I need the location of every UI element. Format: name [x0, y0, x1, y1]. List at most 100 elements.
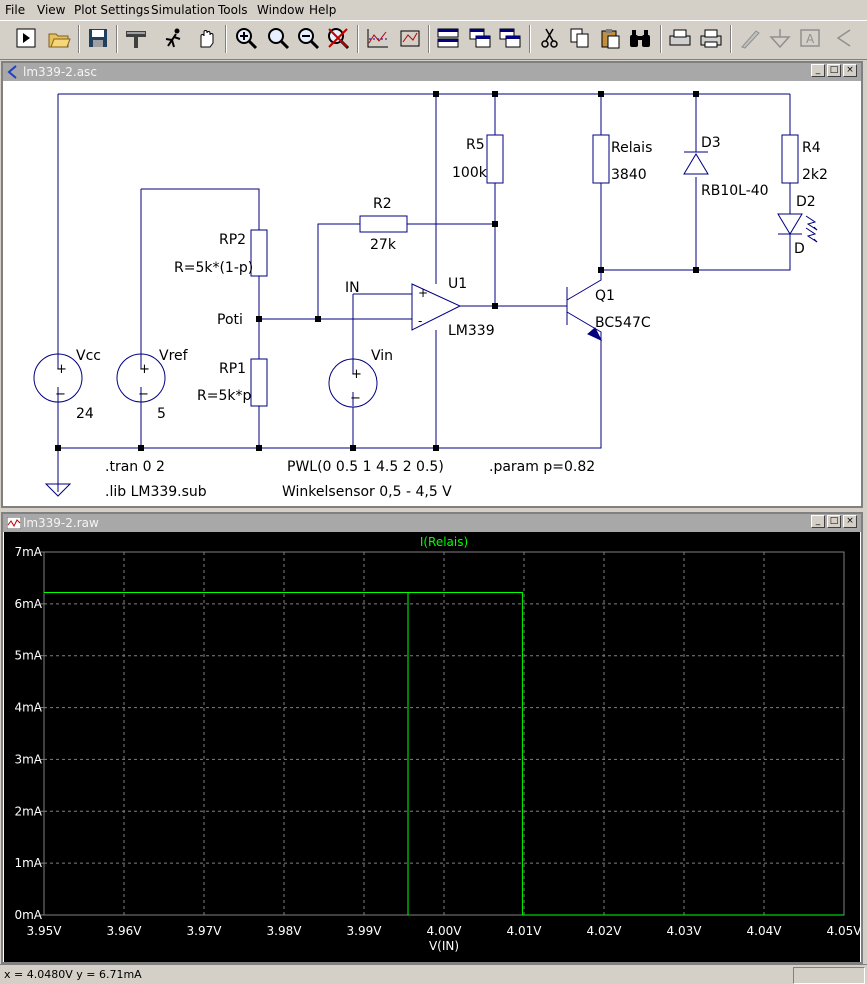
- y-tick-label: 7mA: [14, 545, 42, 559]
- vref-value: 5: [157, 406, 166, 422]
- close-button[interactable]: ×: [843, 64, 857, 77]
- menu-help[interactable]: Help: [309, 3, 337, 17]
- cascade-icon[interactable]: [466, 24, 494, 52]
- schematic-window-icon: [7, 65, 17, 79]
- u1-value: LM339: [448, 323, 495, 339]
- svg-text:A: A: [806, 32, 815, 46]
- x-tick-label: 3.98V: [267, 924, 303, 938]
- label-icon[interactable]: A: [796, 24, 824, 52]
- waveform-titlebar: lm339-2.raw _ □ ×: [3, 514, 861, 532]
- d2-value: D: [794, 241, 805, 257]
- schematic-canvas[interactable]: + − + − + − + - Vcc 24 Vref 5 Vin RP2 R=…: [3, 81, 861, 506]
- y-tick-label: 3mA: [14, 752, 42, 766]
- zoom-cancel-icon[interactable]: [324, 24, 352, 52]
- zoom-out-icon[interactable]: [294, 24, 322, 52]
- save-icon[interactable]: [84, 24, 112, 52]
- x-tick-label: 3.95V: [27, 924, 63, 938]
- r5-name: R5: [466, 137, 485, 153]
- close-button[interactable]: ×: [843, 515, 857, 528]
- trace-title[interactable]: I(Relais): [420, 535, 468, 549]
- svg-text:+: +: [56, 362, 67, 377]
- relais-name: Relais: [611, 140, 652, 156]
- relais-value: 3840: [611, 167, 647, 183]
- minimize-button[interactable]: _: [811, 64, 825, 77]
- r2-value: 27k: [370, 237, 397, 253]
- q1-name: Q1: [595, 288, 615, 304]
- d2-name: D2: [796, 194, 816, 210]
- menu-view[interactable]: View: [37, 3, 66, 17]
- print-icon[interactable]: [697, 24, 725, 52]
- run-icon[interactable]: [12, 24, 40, 52]
- vin-name: Vin: [371, 348, 393, 364]
- zoom-in-icon[interactable]: [232, 24, 260, 52]
- run-simulation-icon[interactable]: [160, 24, 188, 52]
- tile-horizontal-icon[interactable]: [434, 24, 462, 52]
- arrow-icon[interactable]: [830, 24, 858, 52]
- param-directive: .param p=0.82: [489, 459, 595, 475]
- maximize-button[interactable]: □: [827, 515, 841, 528]
- vcc-name: Vcc: [76, 348, 101, 364]
- schematic-window: lm339-2.asc _ □ ×: [1, 61, 863, 508]
- fit-icon[interactable]: [396, 24, 424, 52]
- menu-simulation[interactable]: Simulation: [151, 3, 215, 17]
- q1-value: BC547C: [595, 315, 651, 331]
- svg-text:-: -: [418, 314, 422, 328]
- status-panel: [793, 967, 865, 984]
- waveform-title: lm339-2.raw: [23, 516, 99, 530]
- menu-bar: File View Plot Settings Simulation Tools…: [0, 0, 867, 20]
- draw-wire-icon[interactable]: [736, 24, 764, 52]
- svg-text:+: +: [418, 286, 428, 300]
- menu-file[interactable]: File: [5, 3, 26, 17]
- in-label: IN: [345, 280, 360, 296]
- r4-name: R4: [802, 140, 821, 156]
- y-tick-label: 4mA: [14, 701, 42, 715]
- schematic-titlebar: lm339-2.asc _ □ ×: [3, 63, 861, 81]
- rp1-value: R=5k*p: [197, 388, 251, 404]
- minimize-button[interactable]: _: [811, 515, 825, 528]
- tran-directive: .tran 0 2: [105, 459, 165, 475]
- vref-name: Vref: [159, 348, 189, 364]
- ground-icon[interactable]: [766, 24, 794, 52]
- svg-text:+: +: [139, 362, 150, 377]
- y-tick-label: 5mA: [14, 649, 42, 663]
- lib-directive: .lib LM339.sub: [105, 484, 207, 500]
- pan-icon[interactable]: [192, 24, 220, 52]
- x-tick-label: 4.01V: [507, 924, 543, 938]
- menu-plot-settings[interactable]: Plot Settings: [74, 3, 150, 17]
- svg-text:−: −: [350, 391, 361, 406]
- paste-icon[interactable]: [596, 24, 624, 52]
- autorange-icon[interactable]: [364, 24, 392, 52]
- x-axis-label: V(IN): [429, 939, 459, 953]
- print-setup-icon[interactable]: [666, 24, 694, 52]
- menu-tools[interactable]: Tools: [218, 3, 248, 17]
- sensor-comment: Winkelsensor 0,5 - 4,5 V: [282, 484, 452, 500]
- rp2-value: R=5k*(1-p): [174, 260, 253, 276]
- x-tick-label: 4.04V: [747, 924, 783, 938]
- zoom-area-icon[interactable]: [264, 24, 292, 52]
- u1-name: U1: [448, 276, 467, 292]
- rp1-name: RP1: [219, 361, 246, 377]
- open-icon[interactable]: [45, 24, 73, 52]
- waveform-window-icon: [7, 517, 21, 529]
- r4-value: 2k2: [802, 167, 828, 183]
- menu-window[interactable]: Window: [257, 3, 305, 17]
- x-tick-label: 3.97V: [187, 924, 223, 938]
- svg-text:−: −: [55, 387, 66, 402]
- cursor-readout: x = 4.0480V y = 6.71mA: [4, 968, 142, 981]
- control-panel-icon[interactable]: [122, 24, 150, 52]
- find-icon[interactable]: [626, 24, 654, 52]
- copy-icon[interactable]: [566, 24, 594, 52]
- pwl-directive: PWL(0 0.5 1 4.5 2 0.5): [287, 459, 444, 475]
- poti-label: Poti: [217, 312, 243, 328]
- x-tick-label: 4.03V: [667, 924, 703, 938]
- svg-text:−: −: [138, 387, 149, 402]
- cut-icon[interactable]: [536, 24, 564, 52]
- y-tick-label: 2mA: [14, 804, 42, 818]
- status-bar: x = 4.0480V y = 6.71mA: [0, 964, 867, 984]
- tile-vertical-icon[interactable]: [496, 24, 524, 52]
- x-tick-label: 3.96V: [107, 924, 143, 938]
- maximize-button[interactable]: □: [827, 64, 841, 77]
- schematic-title: lm339-2.asc: [23, 65, 97, 79]
